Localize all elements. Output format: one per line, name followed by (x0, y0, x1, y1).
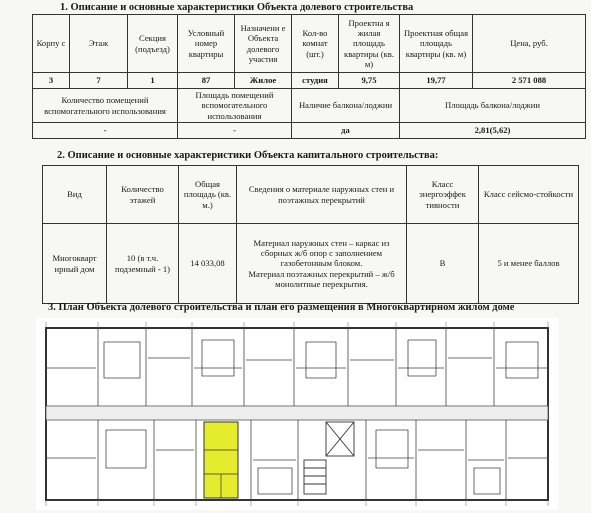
value-rooms: студия (291, 72, 339, 89)
header-type: Вид (42, 165, 107, 224)
header-materials: Сведения о материале наружных стен и поэ… (236, 165, 407, 224)
value-balcony: да (291, 122, 400, 139)
header-floor: Этаж (69, 14, 128, 73)
materials-walls: Материал наружных стен – каркас из сборн… (253, 237, 390, 269)
materials-floors: Материал поэтажных перекрытий – ж/б моно… (248, 268, 395, 289)
building-characteristics-table: Вид Количество этажей Общая площадь (кв.… (42, 165, 579, 304)
value-price: 2 571 088 (472, 72, 586, 89)
header-apartment-number: Условный номер квартиры (177, 14, 235, 73)
section2-title: 2. Описание и основные характеристики Об… (57, 150, 439, 161)
value-apartment-number: 87 (177, 72, 235, 89)
header-purpose: Назначени е Объекта долевого участия (234, 14, 292, 73)
value-purpose: Жилое (234, 72, 292, 89)
header-building: Корпу с (32, 14, 70, 73)
value-aux-rooms-count: - (32, 122, 178, 139)
header-price: Цена, руб. (472, 14, 586, 73)
header-seismic: Класс сейсмо-стойкости (478, 165, 579, 224)
value-section: 1 (127, 72, 178, 89)
header-rooms: Кол-во комнат (шт.) (291, 14, 339, 73)
value-aux-rooms-area: - (177, 122, 292, 139)
header-aux-rooms-area: Площадь помещений вспомогательного испол… (177, 88, 292, 123)
section3-title: 3. План Объекта долевого строительства и… (48, 302, 515, 313)
value-seismic: 5 и менее баллов (478, 223, 579, 304)
value-type: Многокварт ирный дом (42, 223, 107, 304)
header-energy-class: Класс энергоэффек тивности (406, 165, 479, 224)
header-section: Секция (подъезд) (127, 14, 178, 73)
value-materials: Материал наружных стен – каркас из сборн… (236, 223, 407, 304)
value-total-area: 19,77 (399, 72, 473, 89)
apartment-characteristics-table: Корпу с Этаж Секция (подъезд) Условный н… (32, 14, 586, 139)
header-total-area: Проектная общая площадь квартиры (кв. м) (399, 14, 473, 73)
header-balcony: Наличие балкона/лоджии (291, 88, 400, 123)
value-energy-class: В (406, 223, 479, 304)
header-area: Общая площадь (кв. м.) (178, 165, 237, 224)
header-floors: Количество этажей (106, 165, 179, 224)
header-living-area: Проектна я жилая площадь квартиры (кв. м… (338, 14, 400, 73)
value-balcony-area: 2,81(5,62) (399, 122, 586, 139)
value-living-area: 9,75 (338, 72, 400, 89)
value-floor: 7 (69, 72, 128, 89)
value-building: 3 (32, 72, 70, 89)
floor-plan (36, 318, 558, 510)
header-aux-rooms-count: Количество помещений вспомогательного ис… (32, 88, 178, 123)
value-floors: 10 (в т.ч. подземный - 1) (106, 223, 179, 304)
value-area: 14 033,08 (178, 223, 237, 304)
section1-title: 1. Описание и основные характеристики Об… (60, 2, 414, 13)
header-balcony-area: Площадь балкона/лоджии (399, 88, 586, 123)
